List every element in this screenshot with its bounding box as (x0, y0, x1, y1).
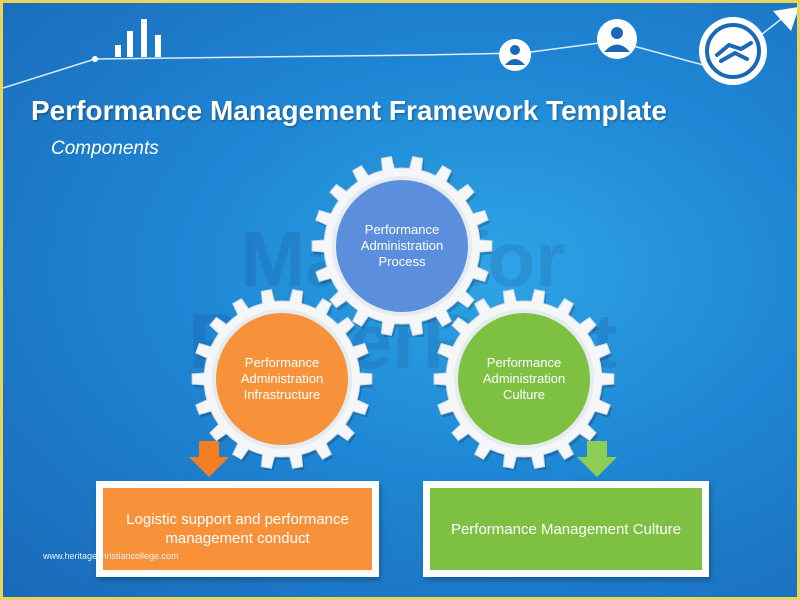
gear-icon (433, 289, 615, 470)
trend-arrow-icon (773, 7, 797, 31)
arrow-down-icon (189, 441, 229, 477)
gear-process: Performance Administration Process (311, 155, 493, 337)
bar-chart-icon (115, 19, 161, 57)
person-icon (597, 19, 637, 59)
gear-label: Performance Administration Process (360, 222, 444, 269)
box-text: Logistic support and performance managem… (126, 511, 349, 547)
handshake-icon (699, 17, 767, 85)
gear-icon (311, 156, 493, 337)
arrow-down-icon (577, 441, 617, 477)
gear-label: Performance Administration Culture (482, 355, 566, 402)
header-decoration (3, 7, 797, 89)
box-logistic-support: Logistic support and performance managem… (96, 481, 379, 577)
page-title: Performance Management Framework Templat… (31, 95, 667, 126)
gear-icon (191, 289, 373, 470)
gear-label: Performance Administration Infrastructur… (240, 355, 324, 402)
gear-infrastructure: Performance Administration Infrastructur… (191, 288, 373, 470)
arrow-shape (577, 441, 617, 477)
arrow-shape (189, 441, 229, 477)
gear-center (216, 313, 348, 445)
gear-culture: Performance Administration Culture (433, 288, 615, 470)
gear-center (458, 313, 590, 445)
box-performance-culture: Performance Management Culture (423, 481, 709, 577)
website-url: www.heritagechristiancollege.com (43, 551, 179, 561)
subtitle: Components (51, 138, 159, 159)
box-text: Performance Management Culture (450, 520, 682, 538)
gear-center (336, 180, 468, 312)
person-icon (499, 39, 531, 71)
